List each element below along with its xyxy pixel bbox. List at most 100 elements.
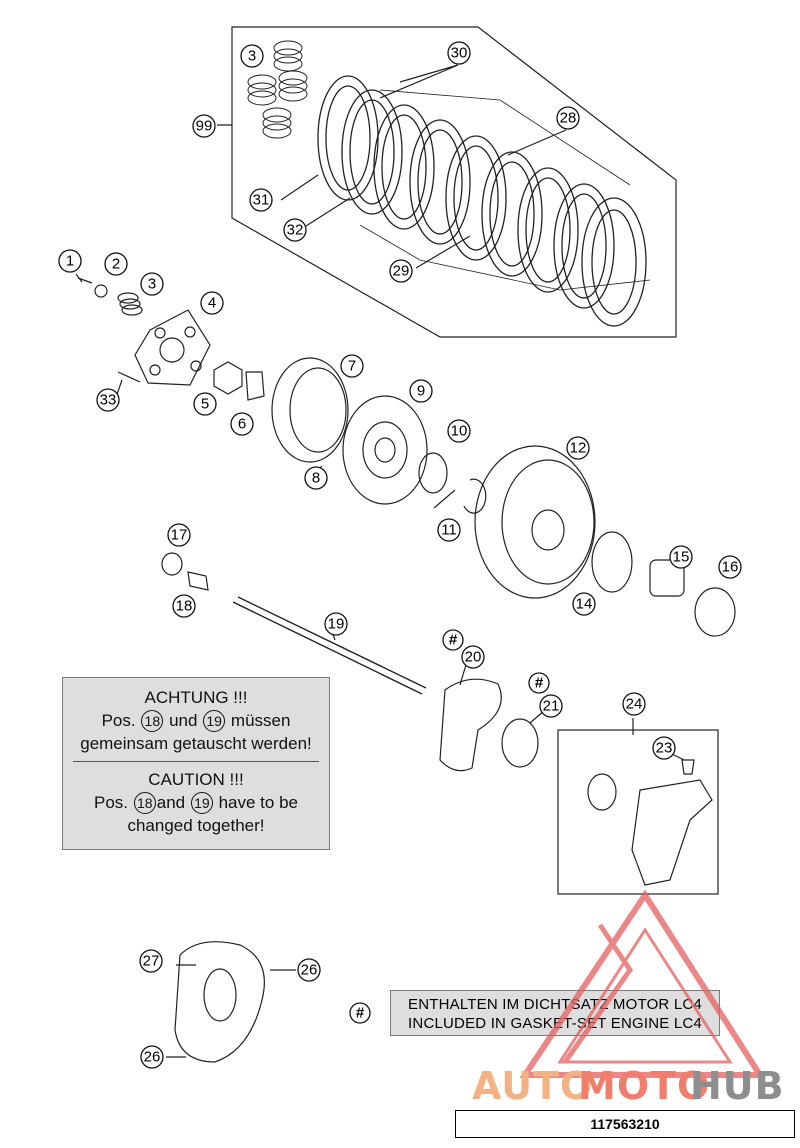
svg-text:28: 28 (560, 110, 577, 127)
note-german: ACHTUNG !!! Pos. 18 und 19 müssen gemein… (63, 686, 329, 755)
note-de-title: ACHTUNG !!! (144, 688, 248, 707)
svg-text:11: 11 (441, 522, 457, 539)
svg-text:14: 14 (576, 596, 593, 613)
svg-text:32: 32 (287, 222, 304, 239)
callout-23: 23 (652, 736, 676, 760)
callout-26b: 26 (140, 1045, 164, 1069)
note-de-ref-18: 18 (141, 710, 164, 732)
svg-text:5: 5 (201, 396, 209, 413)
svg-text:23: 23 (656, 740, 673, 757)
note-de-muessen: müssen (230, 711, 291, 730)
bearing-17 (161, 552, 183, 576)
svg-text:16: 16 (722, 559, 739, 576)
svg-text:33: 33 (100, 392, 117, 409)
gasket-set-note: ENTHALTEN IM DICHTSATZ MOTOR LC4 INCLUDE… (390, 990, 720, 1036)
callout-17: 17 (167, 523, 191, 547)
callout-4: 4 (200, 291, 224, 315)
svg-text:31: 31 (253, 192, 270, 209)
callout-31: 31 (249, 188, 273, 212)
o-ring (501, 718, 539, 768)
callout-5: 5 (193, 392, 217, 416)
svg-text:4: 4 (208, 295, 216, 312)
part-number: 117563210 (455, 1110, 795, 1138)
bushing-18 (187, 571, 209, 591)
hash-20: # (442, 629, 464, 651)
clutch-cover (174, 941, 265, 1063)
svg-text:18: 18 (176, 598, 193, 615)
callout-3a: 3 (240, 44, 264, 68)
callout-33: 33 (96, 388, 120, 412)
callout-21: 21 (539, 694, 563, 718)
svg-text:#: # (356, 1005, 365, 1022)
note-de-und: und (169, 711, 198, 730)
push-rod (232, 596, 427, 695)
callout-10: 10 (447, 419, 471, 443)
watermark-hub: HUB (690, 1064, 785, 1108)
svg-text:15: 15 (673, 549, 690, 566)
callout-20: 20 (461, 645, 485, 669)
svg-text:1: 1 (66, 253, 74, 270)
circlip (463, 478, 487, 514)
gasket-note-en: INCLUDED IN GASKET-SET ENGINE LC4 (408, 1015, 702, 1032)
gasket-note-de: ENTHALTEN IM DICHTSATZ MOTOR LC4 (408, 996, 702, 1013)
pressure-plate (342, 395, 428, 505)
svg-text:3: 3 (148, 276, 156, 293)
clutch-springs-kit (247, 40, 308, 139)
svg-text:27: 27 (143, 953, 160, 970)
svg-text:99: 99 (196, 118, 213, 135)
svg-text:7: 7 (348, 358, 356, 375)
plate-pack-frame (231, 26, 677, 338)
svg-text:30: 30 (451, 45, 468, 62)
note-divider (73, 761, 319, 762)
callout-8: 8 (304, 466, 328, 490)
svg-text:20: 20 (465, 649, 482, 666)
callout-2: 2 (104, 252, 128, 276)
note-en-ref-19: 19 (190, 792, 213, 814)
caution-note: ACHTUNG !!! Pos. 18 und 19 müssen gemein… (62, 677, 330, 850)
pressure-cap-group (75, 273, 265, 401)
callout-24: 24 (622, 692, 646, 716)
callout-3b: 3 (140, 272, 164, 296)
callout-14: 14 (572, 592, 596, 616)
svg-text:#: # (535, 675, 544, 692)
gasket (439, 678, 502, 772)
callout-99: 99 (192, 114, 216, 138)
hash-21: # (528, 672, 550, 694)
svg-text:26: 26 (301, 962, 318, 979)
washer-16 (694, 587, 736, 637)
watermark-auto: AUTO (472, 1064, 594, 1108)
note-en-pos: Pos. (93, 793, 129, 812)
callout-7: 7 (340, 354, 364, 378)
callout-9: 9 (409, 379, 433, 403)
note-en-ref-18: 18 (133, 792, 156, 814)
svg-text:#: # (449, 632, 458, 649)
callout-16: 16 (718, 555, 742, 579)
callout-26a: 26 (297, 958, 321, 982)
primary-gear (591, 531, 633, 593)
svg-text:21: 21 (543, 698, 560, 715)
svg-text:19: 19 (328, 616, 345, 633)
callout-18: 18 (172, 594, 196, 618)
note-en-have: have to be (218, 793, 298, 812)
callout-6: 6 (230, 412, 254, 436)
callout-28: 28 (556, 106, 580, 130)
callout-15: 15 (669, 545, 693, 569)
svg-text:3: 3 (248, 48, 256, 65)
svg-text:24: 24 (626, 696, 643, 713)
svg-text:9: 9 (417, 383, 425, 400)
thrust-washer (418, 452, 448, 494)
svg-text:8: 8 (312, 470, 320, 487)
svg-text:2: 2 (112, 256, 120, 273)
callout-27: 27 (139, 949, 163, 973)
callout-19: 19 (324, 612, 348, 636)
svg-text:6: 6 (238, 416, 246, 433)
callout-11: 11 (437, 518, 461, 542)
svg-text:10: 10 (451, 423, 468, 440)
hash-legend: # (349, 1002, 371, 1024)
svg-text:12: 12 (570, 440, 587, 457)
note-de-ref-19: 19 (203, 710, 226, 732)
callout-1: 1 (58, 249, 82, 273)
note-de-line2: gemeinsam getauscht werden! (80, 734, 312, 753)
